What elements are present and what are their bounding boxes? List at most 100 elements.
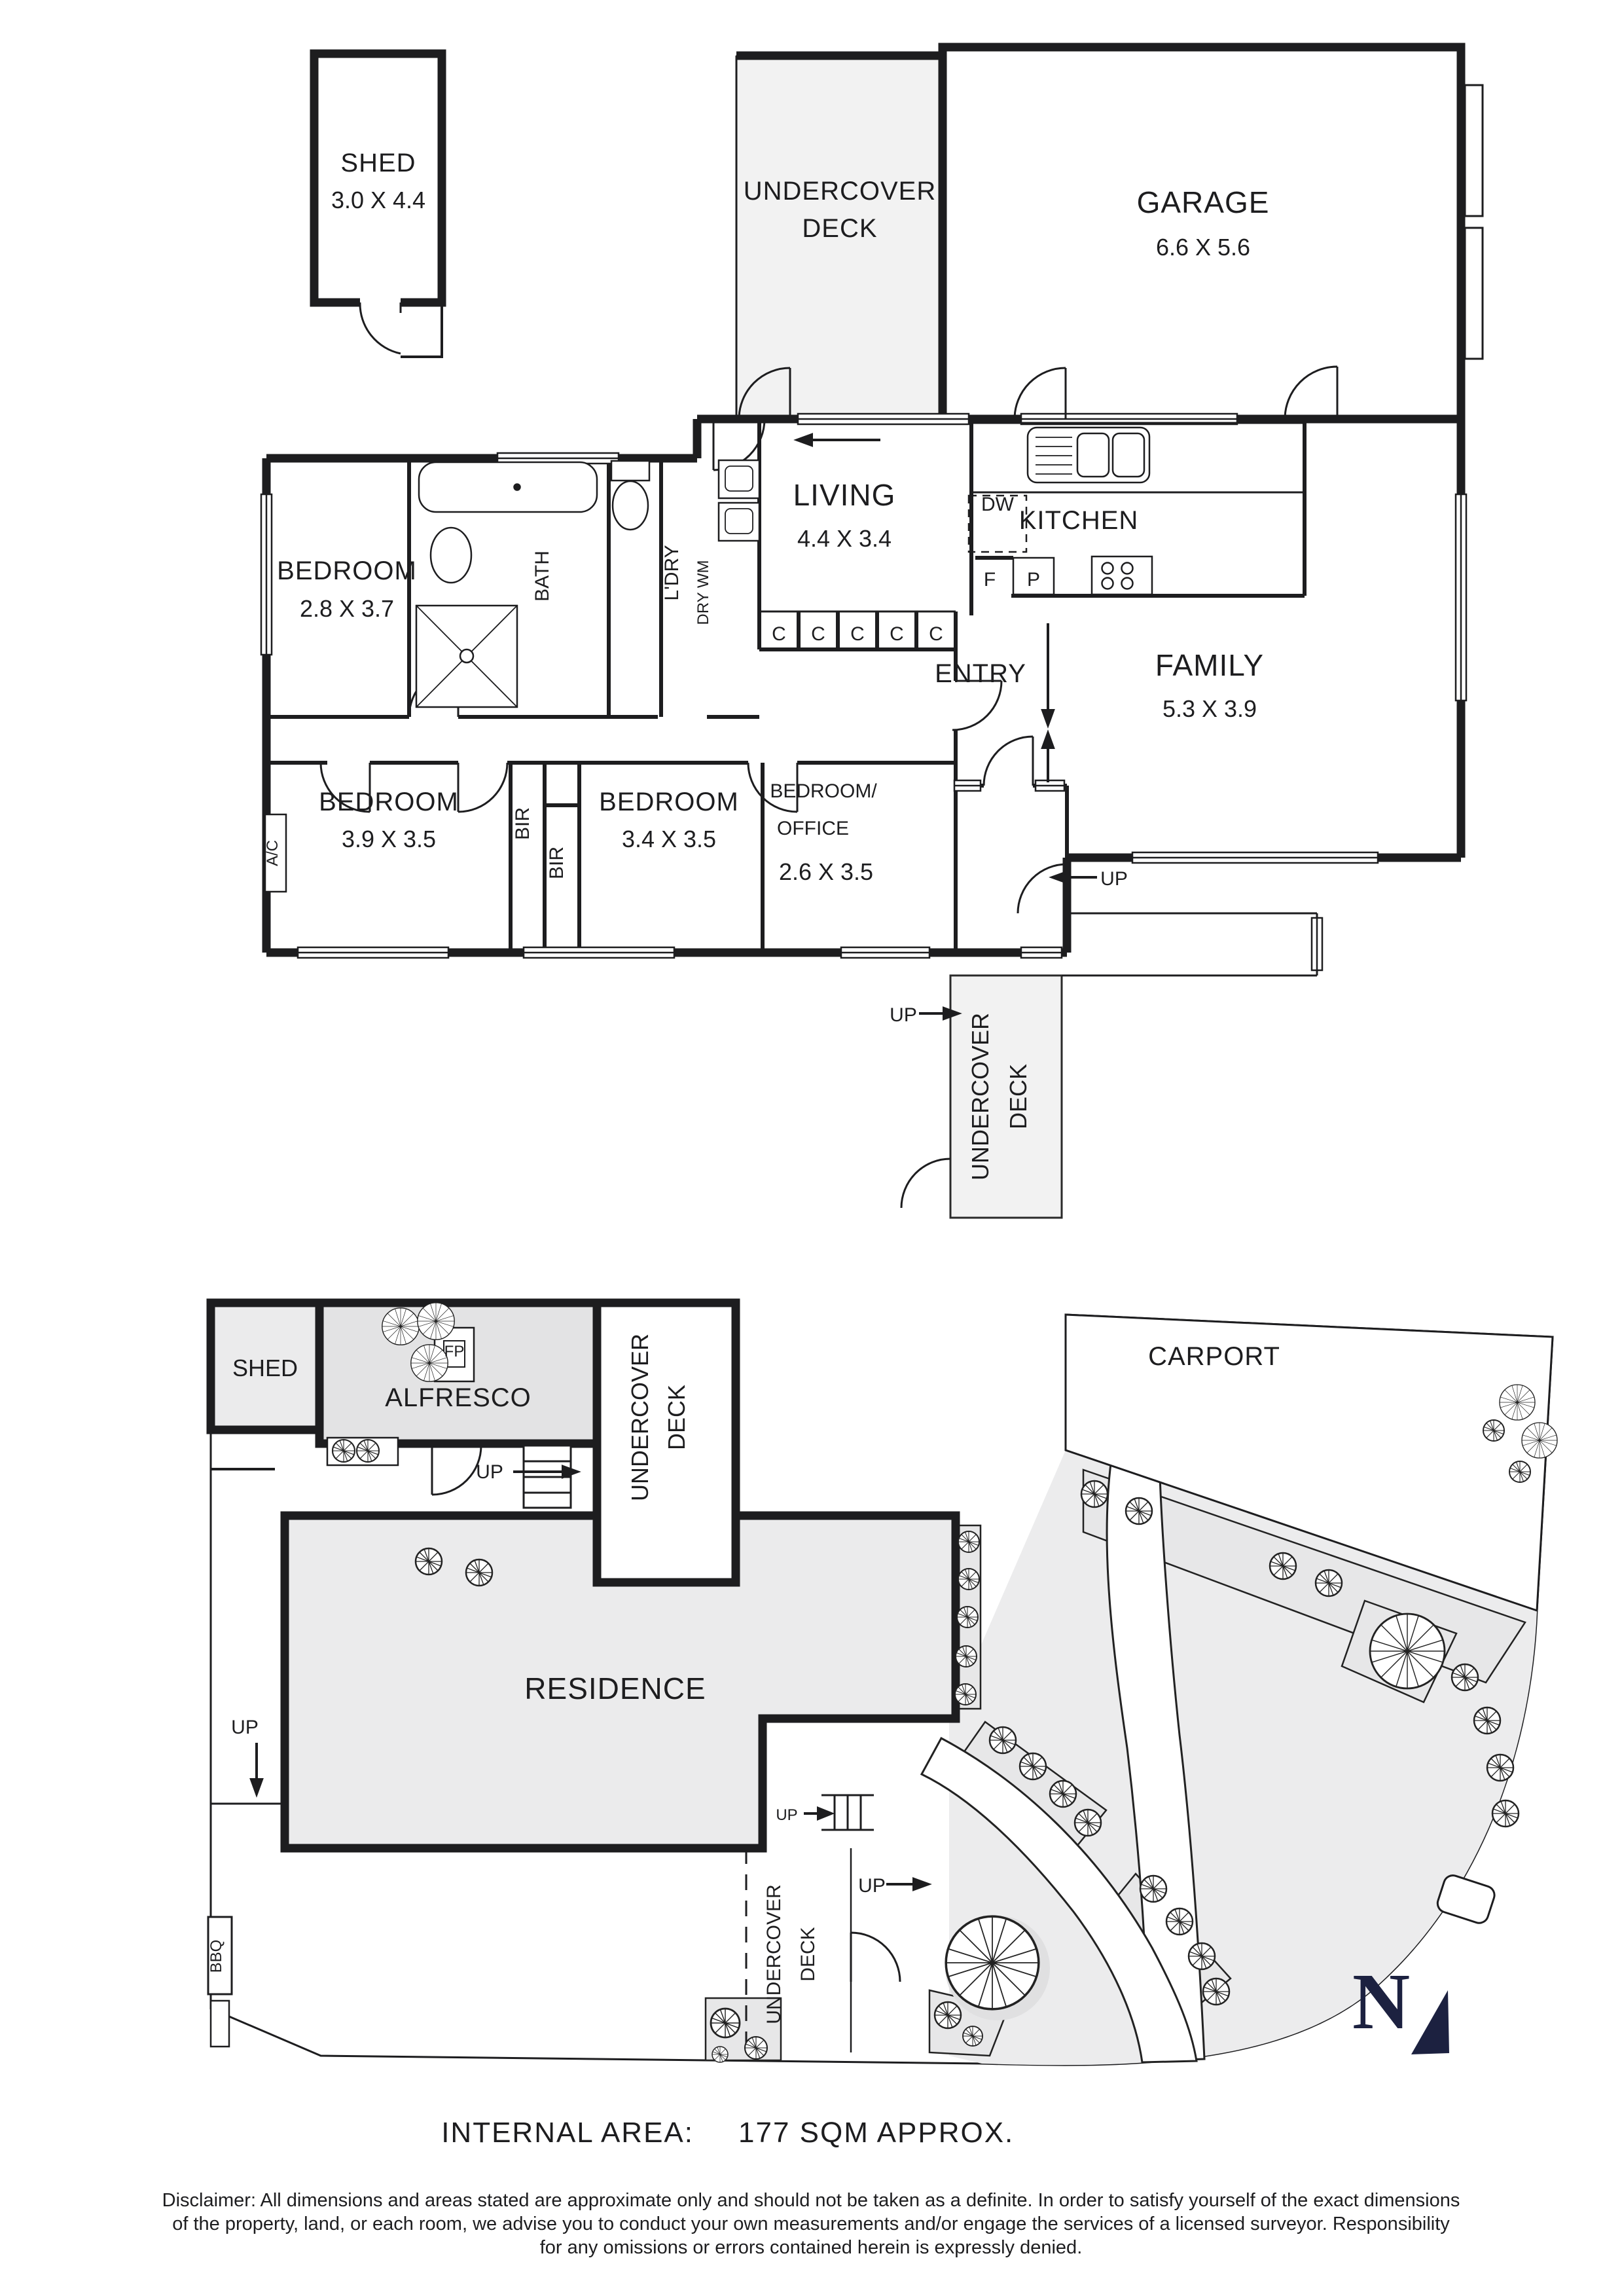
tree-icon [1369,1613,1446,1690]
alfresco-label: ALFRESCO [385,1383,532,1412]
lower-shed-walls [206,1298,324,1434]
stairs-up-arrow-icon [817,1806,835,1821]
bir2-label: BIR [546,847,568,879]
shrub-icon [1202,1977,1231,2006]
bedroom2-label: BEDROOM [319,788,459,816]
pantry-box [1012,556,1055,596]
deck-bottom-up-arrow-icon [912,1877,932,1891]
shrub-icon [957,1567,981,1591]
bedroom3-label: BEDROOM [599,788,739,816]
living-dims: 4.4 X 3.4 [797,525,892,552]
family-up-label: UP [1100,868,1128,890]
bathtub-drain [513,483,521,491]
sink-basin [1111,432,1145,478]
shrub-icon [954,1683,977,1706]
bbq-bench [209,1999,230,2048]
kitchen-fixtures [967,422,1306,596]
shrub-icon [962,2026,983,2047]
family-dims: 5.3 X 3.9 [1162,695,1257,722]
deck-upper-label-2: DECK [663,1385,690,1450]
laundry-label: L'DRY [661,545,683,600]
closet-label: C [850,623,865,645]
thin-lines [759,610,1318,977]
tree-icon [410,1344,448,1382]
undercover-deck-right-area [949,974,1063,1219]
closet-label: C [772,623,786,645]
kitchen-counter [970,422,1306,494]
disclaimer-line-1: Disclaimer: All dimensions and areas sta… [162,2190,1460,2211]
tree-icon [945,1915,1040,2011]
shrub-icon [1508,1460,1532,1484]
shrub-icon [988,1726,1017,1755]
bbq-box [207,1916,233,1995]
shed-lower-lines [211,1429,319,1470]
bir1-label: BIR [512,807,533,840]
deck-bottom-label-2: DECK [797,1927,819,1981]
shed-walls [310,49,446,307]
bath-fixtures [264,459,761,893]
shrub-icon [1486,1753,1515,1782]
stove [1090,555,1153,596]
deck-right-label-1: UNDERCOVER [967,1013,994,1180]
stairs-up-label: UP [776,1806,797,1824]
bedroom-office-label-2: OFFICE [777,818,849,839]
bedroom3-dims: 3.4 X 3.5 [622,826,716,852]
ac-unit [264,813,287,893]
shrub-icon [355,1438,380,1463]
tree-icon [1521,1422,1558,1459]
yard-up-arrow-icon [249,1778,264,1798]
shrub-icon [414,1547,443,1576]
deck-bottom-up-label: UP [858,1875,886,1897]
slider-arrow-icon [793,433,813,447]
shrub-icon [1473,1706,1502,1735]
deck-upper-label-1: UNDERCOVER [626,1334,653,1501]
shrub-icon [331,1438,356,1463]
entry-label: ENTRY [935,659,1026,688]
shed-dims: 3.0 X 4.4 [331,187,425,213]
tree-icon [382,1307,420,1345]
carport-label: CARPORT [1148,1342,1280,1371]
vanity-basin [429,526,473,584]
dishwasher-label: DW [981,494,1015,515]
dry-wm-label: DRY WM [694,560,712,625]
deck-bottom-label-1: UNDERCOVER [763,1884,785,2024]
shrub-icon [1482,1419,1505,1442]
garage-label: GARAGE [1137,185,1270,219]
undercover-deck-top-area [736,55,943,420]
bedroom-office-dims: 2.6 X 3.5 [779,858,873,885]
toilet-bowl [611,480,649,531]
shrub-icon [1451,1663,1479,1692]
deck-right-up-arrow-icon [943,1006,962,1021]
shrub-icon [1269,1552,1297,1580]
windows [260,412,1468,972]
residence-label: RESIDENCE [524,1671,706,1705]
bbq-label: BBQ [207,1940,225,1973]
bedroom1-dims: 2.8 X 3.7 [300,595,394,622]
shrub-icon [744,2035,768,2060]
tree-icon [1499,1384,1536,1421]
shrub-icon [1080,1480,1109,1508]
north-arrow-icon: N [1352,1958,1449,2054]
carport-outline [1064,1313,1554,1613]
kitchen-label: KITCHEN [1019,506,1139,535]
shed-door-arc [359,302,402,355]
shrub-icon [933,2001,962,2030]
bedroom1-label: BEDROOM [277,556,417,585]
toilet-cistern [610,460,651,482]
alfresco-up-arrow-icon [562,1465,581,1479]
garage-door-panel [1464,84,1484,217]
letterbox [1436,1874,1496,1924]
bath-label: BATH [532,551,553,602]
deck-top-label-2: DECK [802,214,877,243]
living-label: LIVING [793,478,896,512]
deck-right-up-label: UP [890,1004,917,1026]
shrub-icon [1073,1808,1102,1837]
bedroom2-dims: 3.9 X 3.5 [342,826,436,852]
shrub-icon [710,2007,741,2039]
fridge-label: F [984,569,996,591]
shrub-icon [1049,1779,1077,1808]
internal-area-value: 177 SQM APPROX. [738,2117,1014,2149]
dishwasher-box [967,494,1028,553]
garage-door-panel [1464,227,1484,360]
lower-site-plan: SHED ALFRESCO FP UNDERCOVER DECK UP CARP… [206,1298,1558,2066]
